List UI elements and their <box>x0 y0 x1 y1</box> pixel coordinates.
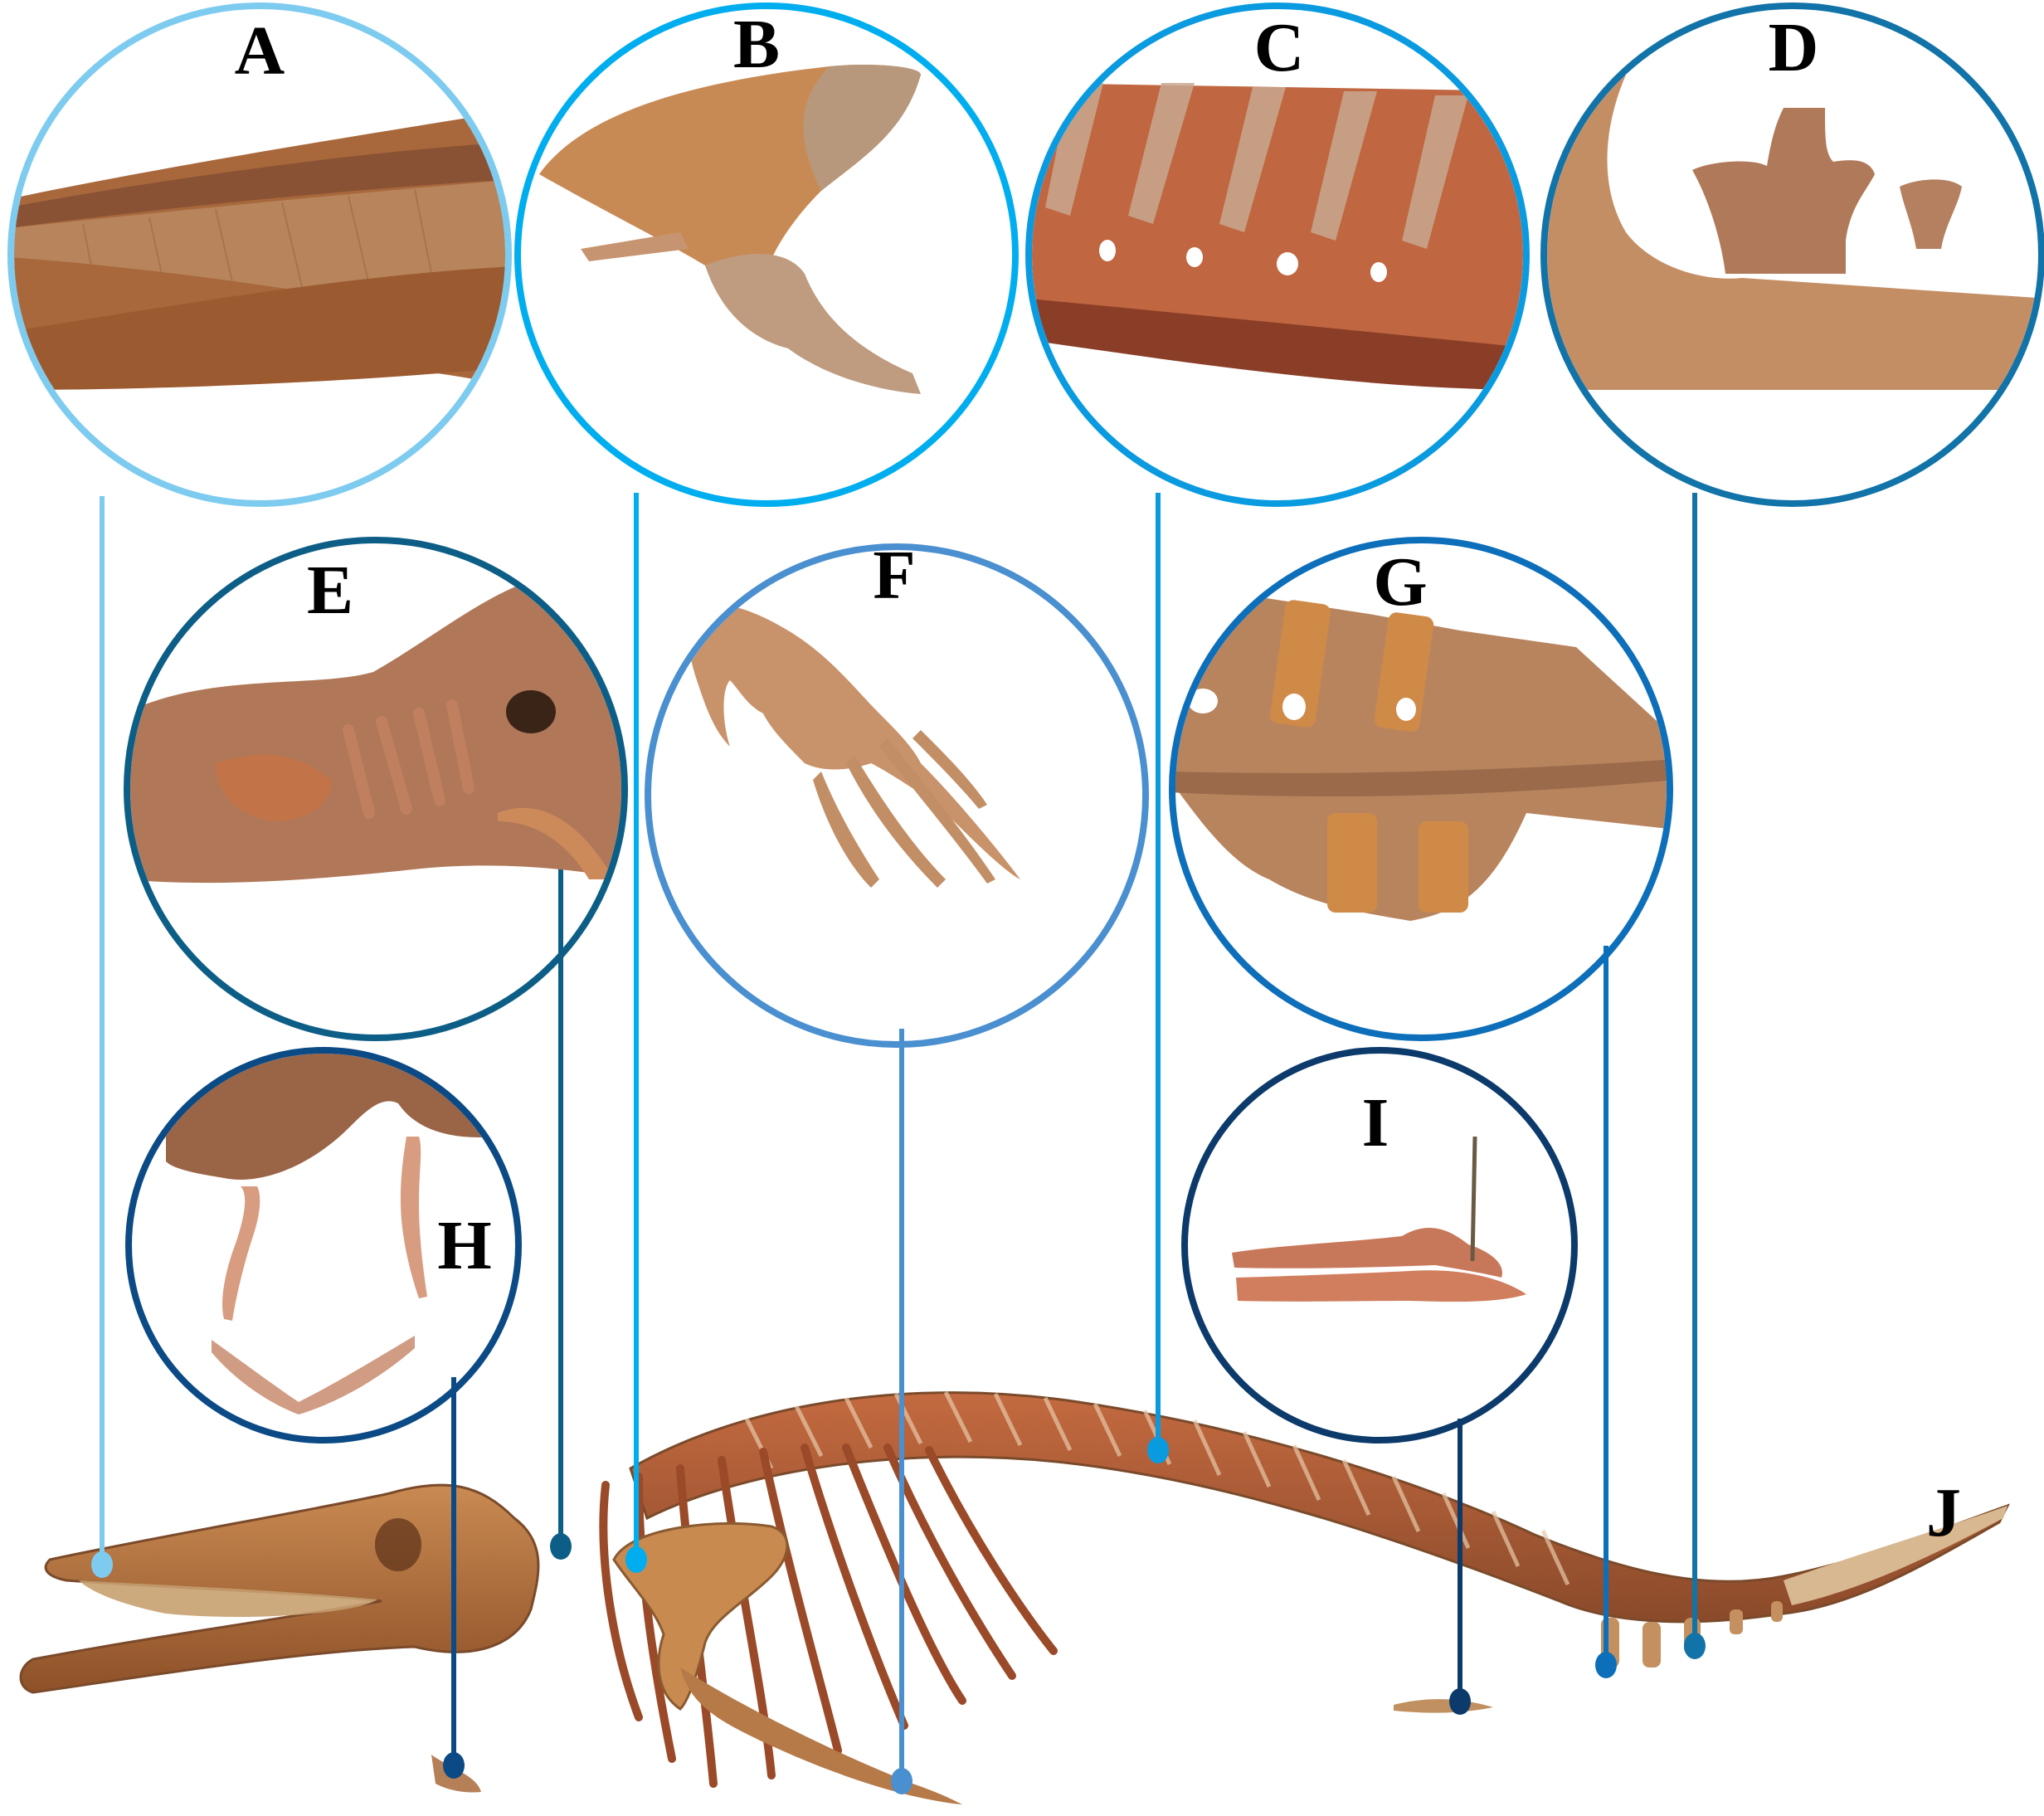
inset-d <box>1540 2 2044 507</box>
leader-dot-d <box>1684 1633 1706 1659</box>
inset-label-a: A <box>234 12 285 90</box>
leader-dot-g <box>1595 1652 1617 1678</box>
leader-dot-f <box>891 1768 912 1794</box>
pelvic-bone <box>1394 1699 1493 1713</box>
leader-lines <box>91 493 1706 1794</box>
leader-dot-h <box>443 1752 465 1779</box>
inset-label-b: B <box>732 6 781 83</box>
inset-c <box>1025 2 1530 507</box>
inset-a <box>7 2 512 507</box>
inset-f <box>645 543 1149 1048</box>
inset-i <box>1181 1047 1578 1444</box>
inset-label-f: F <box>873 537 916 614</box>
scapula <box>612 1521 789 1711</box>
leader-dot-a <box>91 1551 113 1578</box>
main-skeleton-label-j: J <box>1926 1474 1961 1551</box>
inset-label-i: I <box>1361 1084 1389 1161</box>
inset-b <box>514 2 1019 507</box>
inset-label-e: E <box>306 552 354 629</box>
leader-dot-i <box>1449 1688 1471 1715</box>
inset-label-g: G <box>1373 543 1428 621</box>
leader-dot-c <box>1147 1437 1169 1463</box>
inset-label-c: C <box>1253 9 1305 86</box>
baleen <box>79 1580 377 1617</box>
leader-dot-e <box>550 1533 572 1560</box>
inset-e <box>124 537 628 1041</box>
inset-g <box>1169 537 1673 1041</box>
inset-label-d: D <box>1768 9 1819 86</box>
leader-dot-b <box>625 1546 647 1573</box>
whale-skeleton <box>19 1390 2011 1804</box>
inset-label-h: H <box>437 1207 492 1284</box>
inset-h <box>125 1047 522 1444</box>
